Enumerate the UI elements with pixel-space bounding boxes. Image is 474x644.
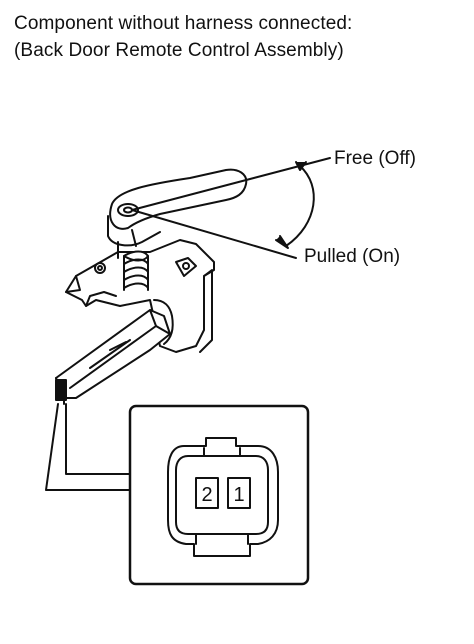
pin-1-label: 1	[233, 484, 244, 506]
position-indicator	[131, 157, 331, 259]
pulled-on-label: Pulled (On)	[304, 246, 401, 267]
pin-1-cell	[227, 477, 251, 509]
inset-leader	[45, 403, 133, 491]
pin-2-cell	[195, 477, 219, 509]
caption-line-2: (Back Door Remote Control Assembly)	[14, 40, 344, 61]
connector-inset	[128, 404, 310, 586]
spring	[123, 250, 149, 291]
caption-line-1: Component without harness connected:	[14, 13, 353, 34]
connector-arm	[55, 309, 171, 405]
base-plate	[65, 239, 215, 353]
pin-2-label: 2	[201, 484, 212, 506]
lever-handle	[107, 168, 248, 247]
free-off-label: Free (Off)	[334, 148, 416, 169]
caption: Component without harness connected: (Ba…	[14, 10, 464, 64]
